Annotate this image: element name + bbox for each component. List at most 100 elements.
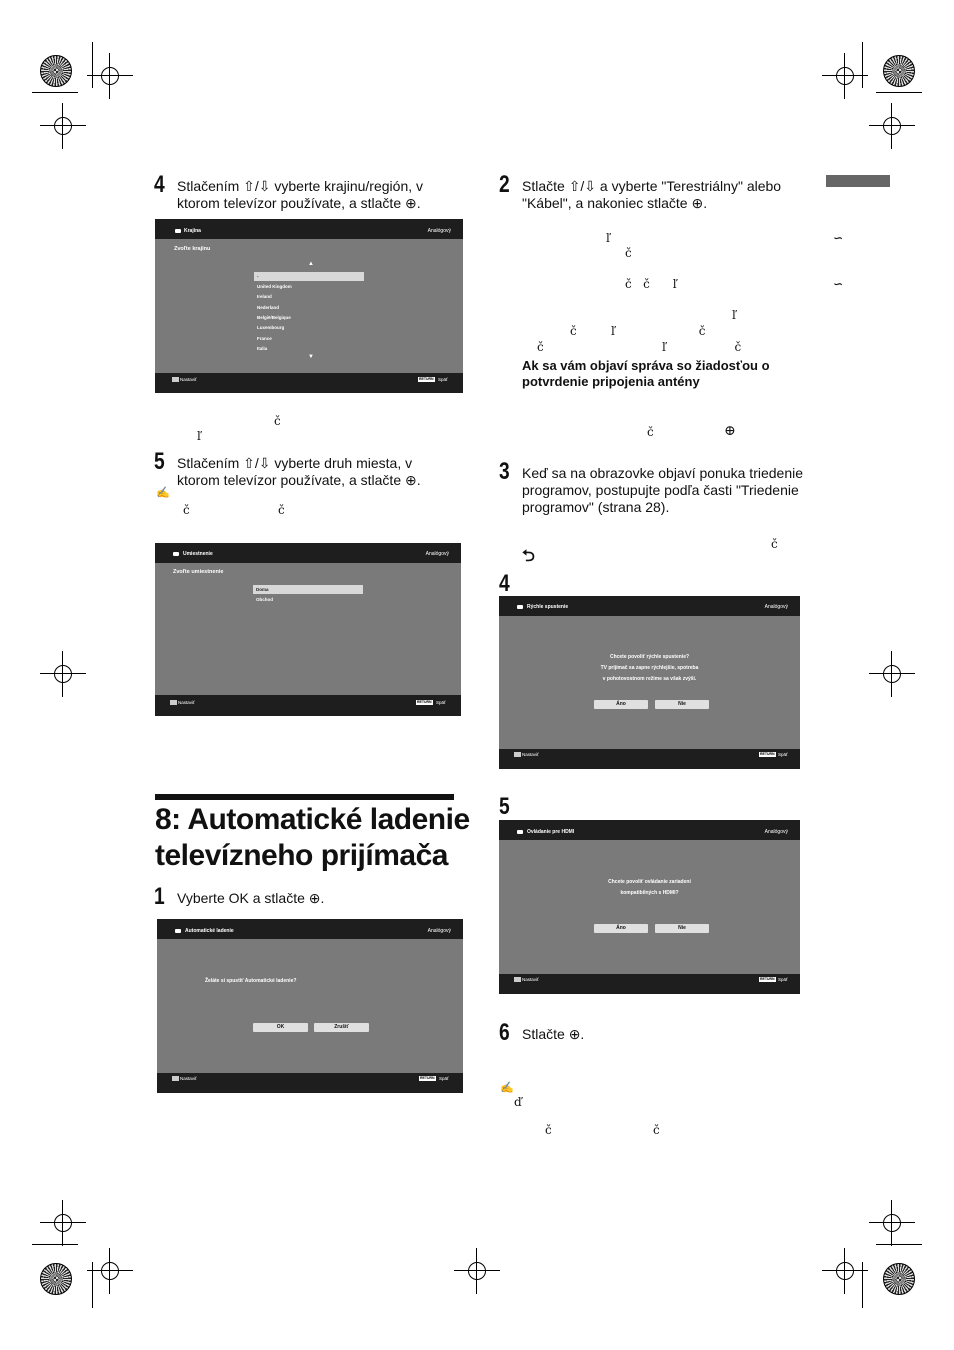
tv-screen-auto-tuning: Automatické ladenie Analógový Želáte si … — [157, 919, 463, 1093]
section-title-line1: 8: Automatické ladenie — [155, 803, 470, 836]
step-text: Stlačte ⊕. — [522, 1026, 585, 1042]
footer-back-label: Späť — [439, 1076, 449, 1081]
caption-glyph: ľ — [197, 429, 201, 443]
note-icon: ✍ — [156, 486, 170, 499]
footer-set-label: Nastaviť — [522, 752, 539, 757]
yes-button[interactable]: Áno — [594, 700, 648, 709]
registration-mark — [87, 53, 133, 99]
tv-icon — [517, 830, 523, 834]
text-glyph: č — [647, 425, 654, 439]
text-glyph: č č ľ — [625, 277, 677, 291]
crop-line — [876, 92, 922, 93]
crop-line — [32, 1244, 78, 1245]
dialog-message: Želáte si spustiť Automatické ladenie? — [205, 978, 297, 984]
tv-screen-umiestnenie: Umiestnenie Analógový Zvoľte umiestnenie… — [155, 543, 461, 716]
signal-mode: Analógový — [427, 228, 451, 234]
registration-mark — [40, 103, 86, 149]
footer-back-label: Späť — [778, 752, 788, 757]
signal-mode: Analógový — [425, 551, 449, 557]
note-glyph: č — [545, 1123, 552, 1137]
return-badge: RETURN — [416, 700, 433, 705]
registration-starburst — [40, 1263, 72, 1295]
return-badge: RETURN — [759, 977, 776, 982]
signal-mode: Analógový — [764, 604, 788, 610]
section-title-line2: televízneho prijímača — [155, 839, 448, 872]
footer-set-label: Nastaviť — [180, 377, 197, 382]
list-item[interactable]: France — [257, 336, 272, 341]
cancel-button[interactable]: Zrušiť — [314, 1023, 369, 1032]
tv-icon — [173, 552, 179, 556]
screen-prompt: Zvoľte umiestnenie — [173, 569, 224, 575]
note-glyph: ď — [514, 1095, 522, 1109]
list-item[interactable]: België/Belgique — [257, 315, 291, 320]
list-item[interactable]: Doma — [253, 585, 363, 594]
note-glyph: č — [183, 503, 190, 517]
crop-line — [862, 42, 863, 88]
step-text: Vyberte OK a stlačte ⊕. — [177, 890, 325, 906]
no-button[interactable]: Nie — [655, 700, 709, 709]
side-mark-icon: ∽ — [833, 231, 844, 245]
list-item[interactable]: - — [254, 272, 364, 281]
tv-icon — [517, 605, 523, 609]
crop-line — [32, 92, 78, 93]
set-icon — [172, 1076, 179, 1081]
step-text: Stlačením ⇧/⇩ vyberte krajinu/región, v … — [177, 178, 424, 211]
footer-back-label: Späť — [778, 977, 788, 982]
tv-icon — [175, 229, 181, 233]
crop-line — [862, 1262, 863, 1308]
registration-starburst — [883, 1263, 915, 1295]
step-text: Stlačte ⇧/⇩ a vyberte "Terestriálny" ale… — [522, 178, 782, 211]
list-item[interactable]: Italia — [257, 346, 268, 351]
text-glyph: č ľ č — [537, 340, 742, 354]
dialog-message-line2: kompatibilných s HDMI? — [620, 890, 679, 896]
registration-mark — [822, 53, 868, 99]
side-mark-icon: ∽ — [833, 277, 844, 291]
ok-button[interactable]: OK — [253, 1023, 308, 1032]
step-text: Keď sa na obrazovke objaví ponuka triede… — [522, 465, 804, 515]
step-number: 5 — [499, 793, 510, 820]
registration-starburst — [883, 55, 915, 87]
return-icon: ⮌ — [522, 546, 535, 565]
list-item[interactable]: Luxembourg — [257, 325, 285, 330]
screen-prompt: Zvoľte krajinu — [174, 246, 211, 252]
section-tab — [826, 175, 890, 187]
registration-mark — [454, 1248, 500, 1294]
footer-set-label: Nastaviť — [178, 700, 195, 705]
scroll-down-arrow-icon[interactable]: ▼ — [308, 354, 314, 360]
step-number: 1 — [154, 883, 165, 910]
text-glyph: č — [771, 537, 778, 551]
section-rule — [155, 794, 454, 800]
screen-body: Chcete povoliť rýchle spustenie? TV prij… — [499, 616, 800, 749]
text-glyph: ľ — [732, 308, 736, 322]
set-icon — [172, 377, 179, 382]
registration-mark — [869, 651, 915, 697]
tv-icon — [175, 929, 181, 933]
return-badge: RETURN — [418, 377, 435, 382]
screen-title: Automatické ladenie — [185, 928, 234, 934]
yes-button[interactable]: Áno — [594, 924, 648, 933]
note-icon: ✍ — [500, 1081, 514, 1094]
list-item[interactable]: Obchod — [256, 597, 273, 602]
set-icon — [170, 700, 177, 705]
crop-line — [92, 42, 93, 88]
footer-set-label: Nastaviť — [180, 1076, 197, 1081]
registration-mark — [87, 1248, 133, 1294]
registration-mark — [40, 1200, 86, 1246]
signal-mode: Analógový — [427, 928, 451, 934]
no-button[interactable]: Nie — [655, 924, 709, 933]
screen-body: Zvoľte krajinu ▲ - United Kingdom Irelan… — [155, 239, 463, 373]
set-icon — [514, 977, 521, 982]
step-number: 5 — [154, 448, 165, 475]
footer-back-label: Späť — [438, 377, 448, 382]
list-item[interactable]: Ireland — [257, 294, 272, 299]
step-number: 3 — [499, 458, 510, 485]
screen-title: Rýchle spustenie — [527, 604, 569, 610]
scroll-up-arrow-icon[interactable]: ▲ — [308, 261, 314, 267]
return-badge: RETURN — [759, 752, 776, 757]
step-number: 6 — [499, 1019, 510, 1046]
screen-title: Umiestnenie — [183, 551, 213, 557]
registration-starburst — [40, 55, 72, 87]
text-glyph: č ľ č — [570, 324, 706, 338]
list-item[interactable]: United Kingdom — [257, 284, 292, 289]
list-item[interactable]: Nederland — [257, 305, 280, 310]
